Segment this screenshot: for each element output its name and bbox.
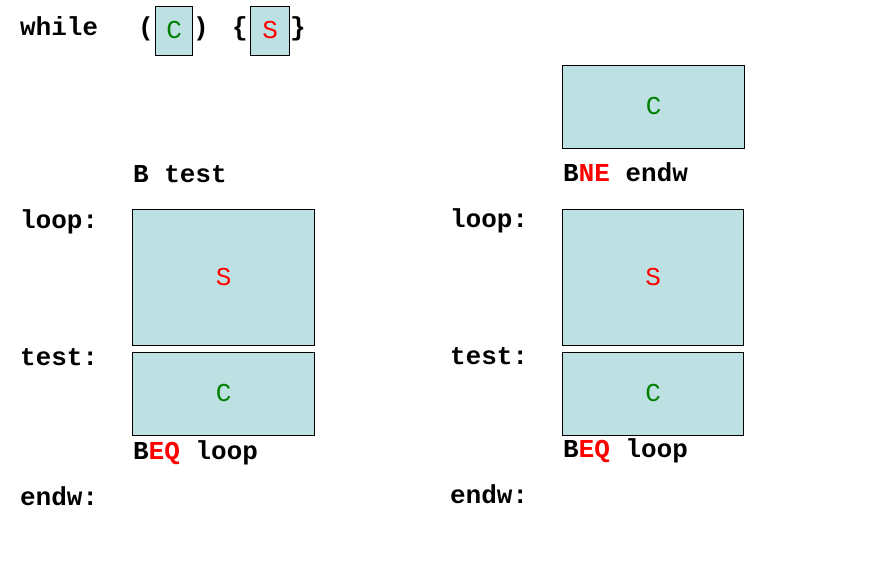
right-cond-top-label: C xyxy=(645,92,662,122)
left-branch-test: B test xyxy=(133,160,227,190)
right-bne-instruction: BNE endw xyxy=(563,161,688,187)
close-paren: ) xyxy=(193,13,209,43)
right-test-label: test: xyxy=(450,342,529,372)
right-beq-b: B xyxy=(563,435,579,465)
right-body-box: S xyxy=(562,209,744,346)
right-cond-label: C xyxy=(645,379,661,409)
while-keyword: while xyxy=(20,13,99,43)
left-beq-instruction: BEQ loop xyxy=(133,439,258,465)
left-beq-b: B xyxy=(133,437,149,467)
left-cond-label: C xyxy=(215,379,232,409)
right-cond-top-box: C xyxy=(562,65,745,149)
right-beq-cond: EQ xyxy=(578,435,610,465)
left-endw-label: endw: xyxy=(20,483,99,513)
left-beq-target: loop xyxy=(179,437,258,467)
right-beq-instruction: BEQ loop xyxy=(563,437,688,463)
right-bne-b: B xyxy=(563,159,579,189)
right-bne-target: endw xyxy=(609,159,688,189)
left-cond-box: C xyxy=(132,352,315,436)
open-paren: ( xyxy=(138,13,154,43)
header-stmt-box: S xyxy=(250,6,290,56)
left-loop-label: loop: xyxy=(20,206,99,236)
right-cond-box: C xyxy=(562,352,744,436)
left-test-label: test: xyxy=(20,343,99,373)
left-body-label: S xyxy=(215,262,232,293)
right-bne-cond: NE xyxy=(578,159,610,189)
close-brace: } xyxy=(290,13,306,43)
open-brace: { xyxy=(232,13,248,43)
right-beq-target: loop xyxy=(609,435,688,465)
header-cond-label: C xyxy=(166,16,182,46)
right-endw-label: endw: xyxy=(450,481,529,511)
left-beq-cond: EQ xyxy=(148,437,180,467)
header-cond-box: C xyxy=(155,6,193,56)
right-body-label: S xyxy=(645,262,661,293)
left-body-box: S xyxy=(132,209,315,346)
header-stmt-label: S xyxy=(262,16,278,46)
right-loop-label: loop: xyxy=(450,205,529,235)
